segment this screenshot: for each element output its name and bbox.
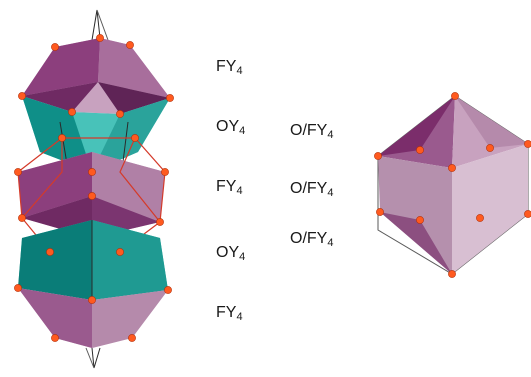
atom	[116, 110, 124, 118]
label-base: O/FY	[290, 180, 328, 197]
oy4-upper-right	[92, 98, 170, 172]
octa-top-back-left	[378, 96, 455, 156]
atom	[161, 168, 169, 176]
atom	[51, 334, 59, 342]
atom	[96, 34, 104, 42]
left-polyhedra-stack	[14, 9, 174, 369]
oy4-lower-right	[92, 220, 168, 300]
label-base: FY	[216, 58, 237, 75]
atom	[166, 94, 174, 102]
label-subscript: 4	[239, 251, 246, 263]
octa-top-back-right	[455, 96, 528, 148]
label-subscript: 4	[327, 187, 334, 199]
atom	[88, 296, 96, 304]
fy4-top-under-left	[22, 82, 98, 112]
oy4-lower-left	[18, 220, 92, 300]
fy4-top-under-right	[98, 82, 170, 114]
label-ofy4-1: O/FY4	[290, 122, 333, 144]
atom	[448, 164, 456, 172]
atom	[116, 248, 124, 256]
atom	[18, 92, 26, 100]
label-fy4-middle: FY4	[216, 178, 243, 200]
label-subscript: 4	[327, 129, 334, 141]
label-base: OY	[216, 118, 240, 135]
atom	[451, 92, 459, 100]
atom	[164, 286, 172, 294]
top-spike-2	[96, 9, 109, 41]
label-fy4-bottom: FY4	[216, 304, 243, 326]
label-subscript: 4	[236, 311, 243, 323]
right-octahedron-in-cube	[374, 92, 531, 278]
label-subscript: 4	[327, 237, 334, 249]
fy4-unit-bottom	[18, 288, 168, 369]
fy4-top-face-left	[22, 38, 100, 96]
atom	[156, 218, 164, 226]
fy4-top-face-right	[98, 38, 170, 98]
red-cube-frame-inner-2	[119, 137, 161, 223]
label-subscript: 4	[239, 125, 246, 137]
bottom-spike-2	[85, 347, 95, 369]
label-fy4-top: FY4	[216, 58, 243, 80]
atom	[128, 334, 136, 342]
atom	[131, 134, 139, 142]
atom	[46, 248, 54, 256]
label-base: O/FY	[290, 230, 328, 247]
atom	[88, 192, 96, 200]
atom	[14, 284, 22, 292]
fy4-unit-top	[22, 38, 170, 114]
label-subscript: 4	[236, 185, 243, 197]
label-oy4-upper: OY4	[216, 118, 245, 140]
label-base: FY	[216, 304, 237, 321]
fy4-bottom-left	[18, 288, 92, 348]
atom	[68, 108, 76, 116]
label-base: OY	[216, 244, 240, 261]
fy4-bottom-right	[92, 290, 168, 348]
atom	[51, 43, 59, 51]
label-oy4-lower: OY4	[216, 244, 245, 266]
atom	[14, 168, 22, 176]
atom	[524, 140, 531, 148]
label-base: FY	[216, 178, 237, 195]
atom	[416, 146, 424, 154]
oy4-unit-lower	[18, 220, 168, 300]
label-ofy4-3: O/FY4	[290, 230, 333, 252]
atom	[486, 144, 494, 152]
atom	[126, 41, 134, 49]
label-base: O/FY	[290, 122, 328, 139]
atom	[58, 134, 66, 142]
atom	[476, 214, 484, 222]
atom	[88, 168, 96, 176]
label-ofy4-2: O/FY4	[290, 180, 333, 202]
octa-bottom-right	[452, 144, 528, 274]
atom	[18, 214, 26, 222]
atoms-left	[14, 34, 174, 342]
atom	[524, 210, 531, 218]
atom	[374, 152, 382, 160]
atom	[448, 270, 456, 278]
oy4-upper-left	[22, 96, 92, 172]
atom	[376, 208, 384, 216]
octa-bottom-under	[380, 212, 452, 274]
red-cube-frame-inner-1	[21, 138, 63, 219]
atom	[416, 216, 424, 224]
label-subscript: 4	[236, 65, 243, 77]
